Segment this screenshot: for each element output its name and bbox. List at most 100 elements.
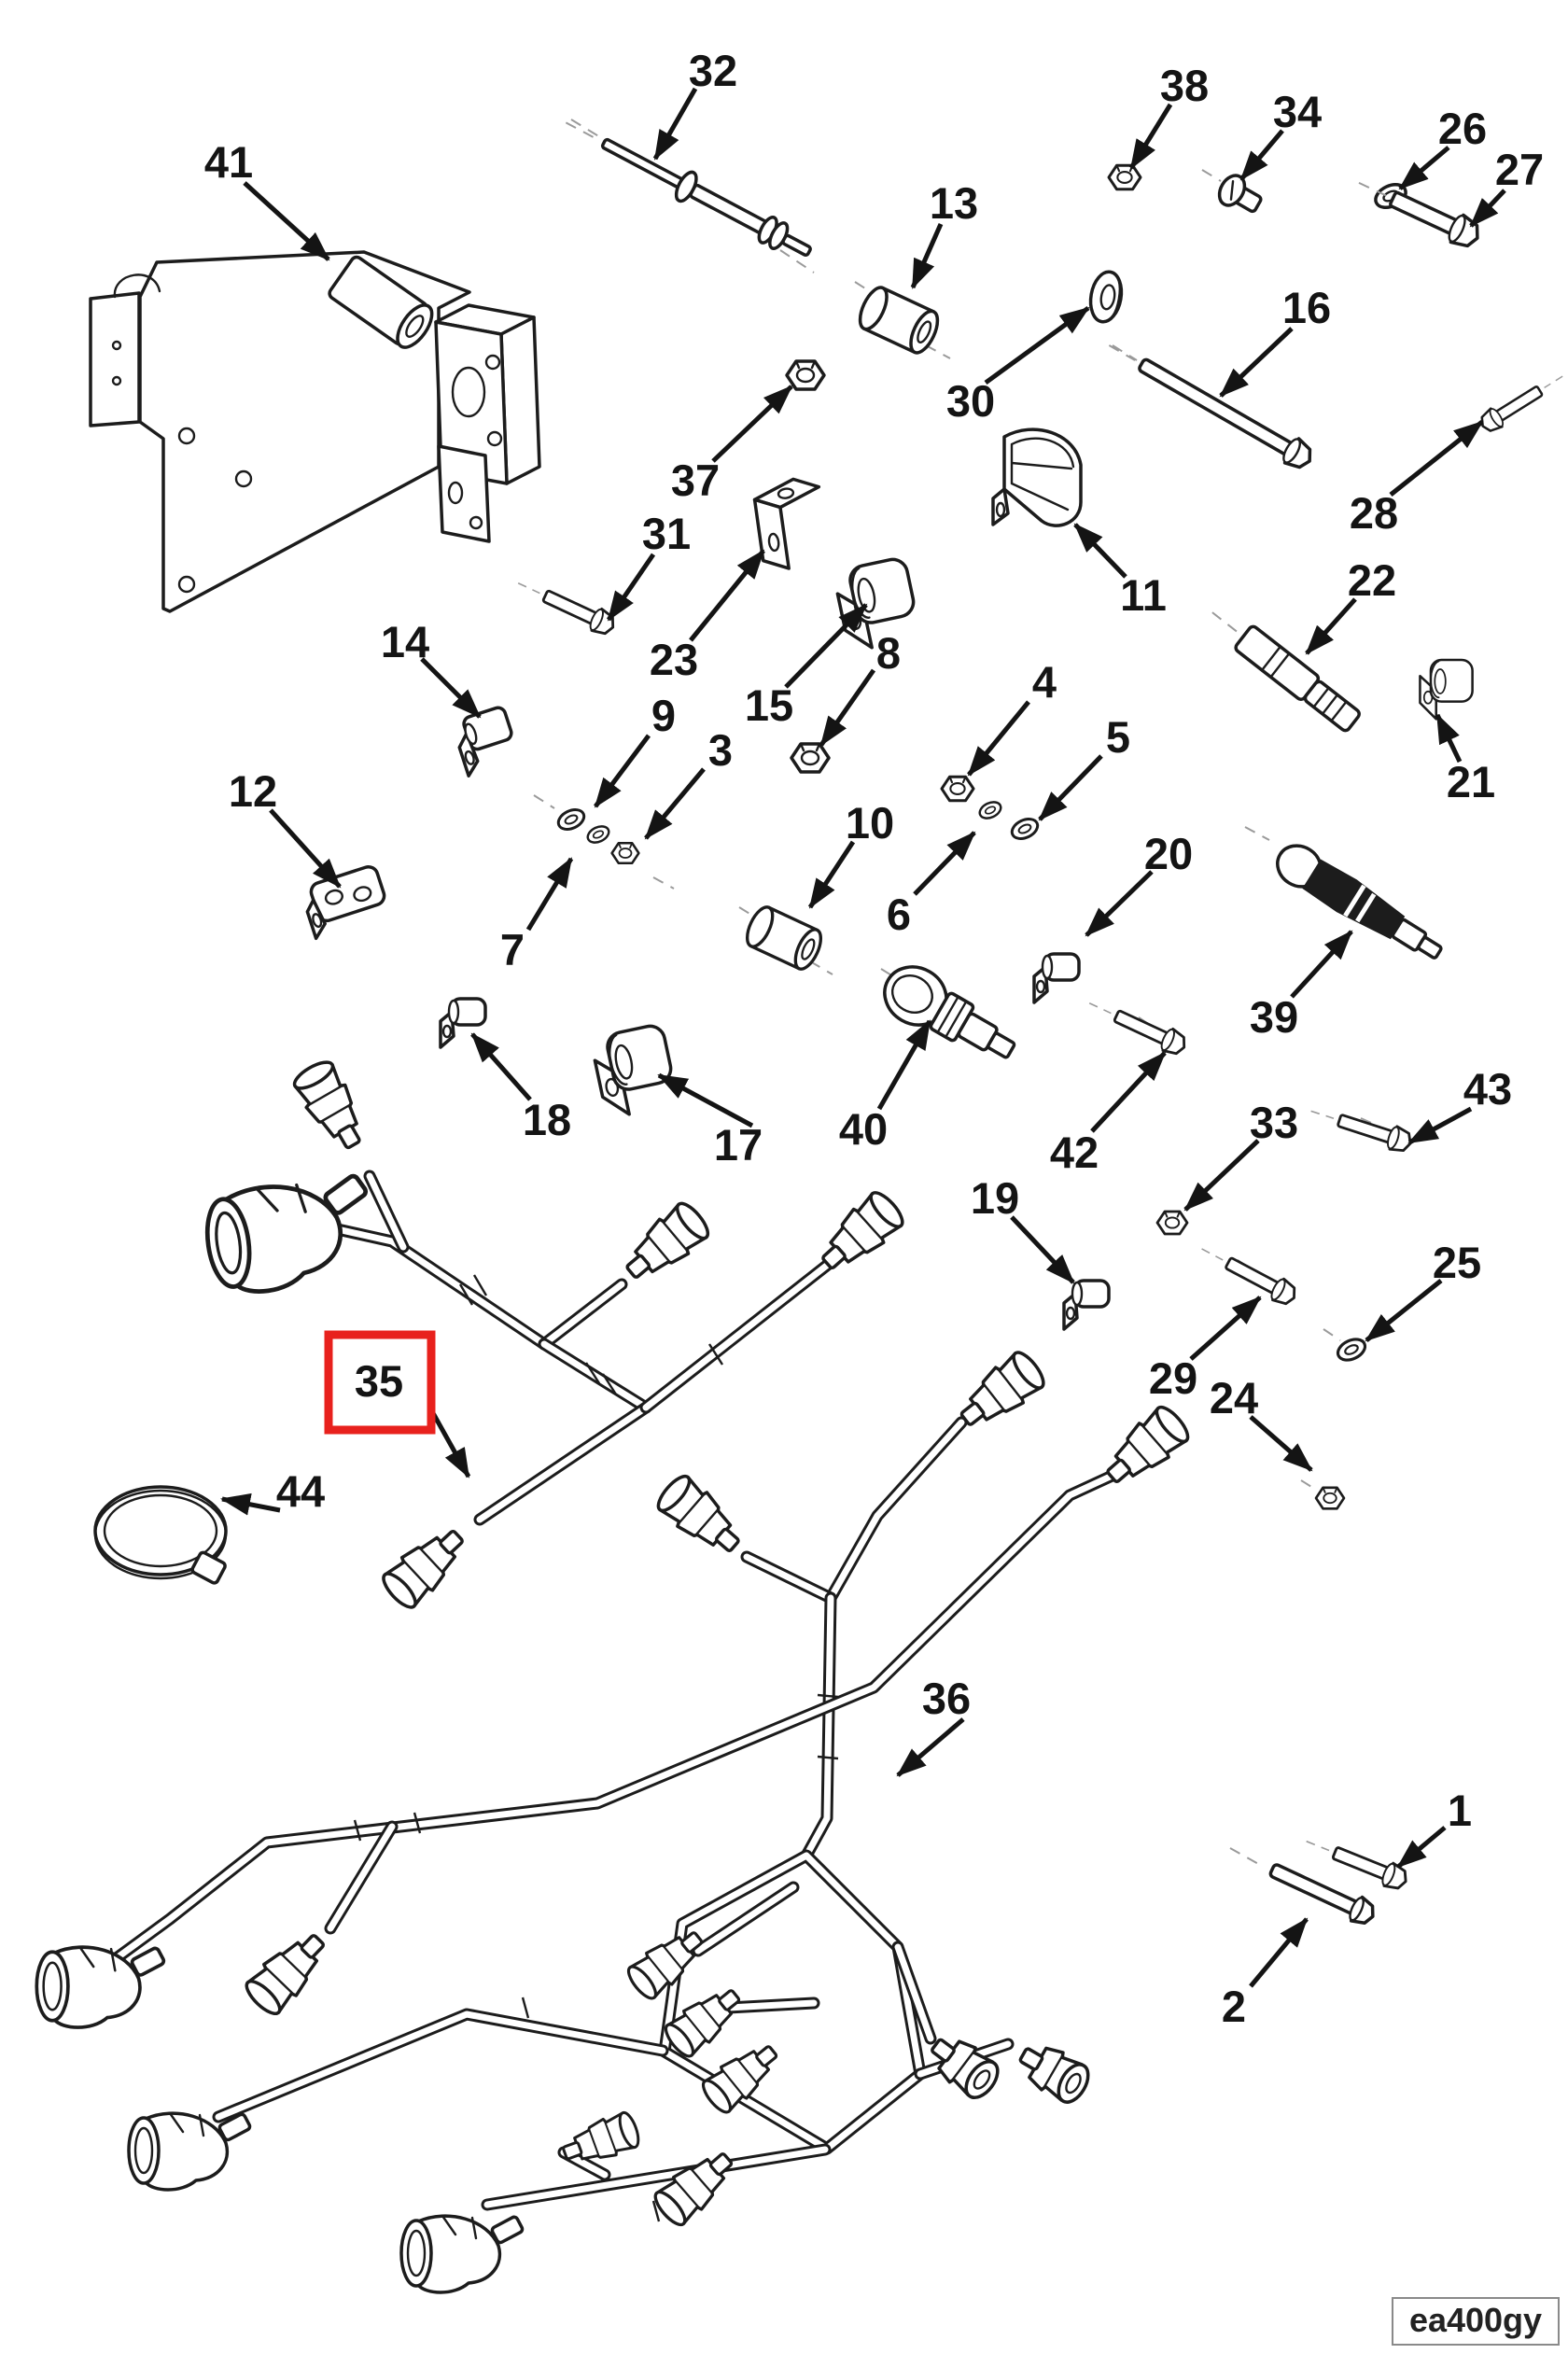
- part-23-bracket: [752, 477, 821, 570]
- part-label-5: 5: [1106, 712, 1130, 762]
- part-label-39: 39: [1250, 992, 1298, 1042]
- part-42-bolt: [1083, 990, 1191, 1060]
- leader-arrow-22: [1305, 597, 1357, 655]
- harness36-boot-g: [651, 1469, 751, 1565]
- cable-bands: [353, 1274, 839, 2222]
- part-16-bolt: [1108, 344, 1312, 469]
- part-label-9: 9: [651, 691, 676, 740]
- harness36-elbow-1: [35, 1945, 167, 2029]
- part-label-19: 19: [971, 1173, 1019, 1223]
- leader-arrow-25: [1365, 1279, 1443, 1342]
- leader-arrow-7: [525, 857, 574, 932]
- part-label-31: 31: [642, 509, 691, 558]
- harness36-boot-3: [239, 1922, 337, 2021]
- part-5-washer: [1007, 813, 1043, 845]
- part-9-washer: [553, 804, 589, 835]
- part-label-1: 1: [1448, 1786, 1472, 1835]
- leader-arrow-19: [1010, 1215, 1075, 1284]
- leader-arrow-6: [913, 831, 976, 896]
- part-label-17: 17: [714, 1120, 763, 1170]
- part-39-sensor: [1276, 844, 1443, 960]
- leader-arrow-9: [594, 734, 651, 808]
- harness36-boot-h: [648, 2140, 744, 2232]
- part-34-screw: [1217, 174, 1263, 214]
- leader-arrow-23: [689, 549, 765, 642]
- leader-arrow-18: [470, 1032, 532, 1101]
- part-label-28: 28: [1350, 488, 1398, 538]
- part-label-37: 37: [671, 455, 720, 505]
- part-31-bolt: [511, 570, 620, 640]
- part-22-sensor: [1211, 611, 1361, 733]
- leader-arrow-15: [784, 603, 868, 689]
- part-label-33: 33: [1250, 1098, 1298, 1147]
- leader-arrow-41: [243, 181, 330, 261]
- part-11-clamp: [991, 427, 1083, 527]
- part-10-spacer: [740, 902, 828, 974]
- part-label-26: 26: [1438, 104, 1487, 153]
- part-label-38: 38: [1160, 61, 1209, 110]
- harness35-boot-a: [287, 1055, 375, 1158]
- harness35-boot-b: [614, 1197, 716, 1292]
- figure-code-text: ea400gy: [1409, 2301, 1542, 2339]
- leader-arrow-10: [807, 840, 856, 909]
- part-24-nut: [1314, 1486, 1346, 1510]
- leader-arrow-17: [657, 1072, 754, 1128]
- leader-arrow-30: [984, 305, 1090, 385]
- part-4-nut: [940, 775, 975, 803]
- harness35-boot-c: [376, 1518, 476, 1615]
- part-label-14: 14: [381, 617, 429, 666]
- part-label-20: 20: [1144, 829, 1193, 878]
- part-label-13: 13: [930, 178, 978, 228]
- harness36-elbow-4: [399, 2214, 525, 2294]
- part-label-18: 18: [523, 1095, 571, 1144]
- figure-code-box: [1392, 2297, 1560, 2346]
- part-17-clamp: [588, 1021, 680, 1121]
- leader-arrow-38: [1128, 103, 1173, 170]
- part-21-clamp: [1419, 658, 1474, 721]
- figure-code: ea400gy: [1392, 2297, 1560, 2346]
- part-label-15: 15: [745, 680, 793, 730]
- part-12-bracket: [305, 864, 386, 941]
- part-30-grommet: [1085, 267, 1127, 327]
- leader-arrow-33: [1183, 1139, 1260, 1212]
- leader-arrow-26: [1398, 146, 1450, 190]
- leader-arrow-35: [430, 1411, 471, 1478]
- leader-arrow-29: [1189, 1296, 1262, 1361]
- part-label-22: 22: [1348, 555, 1396, 605]
- part-14-bracket: [457, 706, 513, 778]
- part-43-bolt: [1306, 1098, 1416, 1156]
- part-label-12: 12: [229, 766, 277, 816]
- part-label-7: 7: [500, 925, 525, 974]
- part-25-washer: [1333, 1333, 1370, 1366]
- harness36-elbow-2: [127, 2111, 253, 2192]
- leader-arrow-42: [1090, 1051, 1167, 1133]
- part-label-42: 42: [1050, 1128, 1099, 1177]
- leader-arrow-5: [1038, 754, 1103, 821]
- part-32-stud: [565, 121, 812, 258]
- part-33-nut: [1155, 1210, 1189, 1236]
- part-label-25: 25: [1433, 1238, 1481, 1287]
- leader-arrow-2: [1249, 1917, 1309, 1988]
- part-label-40: 40: [839, 1104, 888, 1154]
- part-44-hose-clamp: [93, 1485, 228, 1585]
- leader-arrow-31: [606, 553, 656, 622]
- leader-arrows: [220, 87, 1506, 1988]
- part-label-11: 11: [1120, 570, 1167, 620]
- part-label-23: 23: [650, 635, 698, 684]
- part-2-bolt: [1268, 1863, 1375, 1925]
- part-19-clip: [1062, 1279, 1111, 1331]
- leader-arrow-37: [711, 385, 793, 463]
- part-27-bolt: [1351, 167, 1486, 254]
- leader-arrow-12: [269, 808, 342, 889]
- part-label-34: 34: [1273, 87, 1322, 136]
- part-20-clip: [1032, 952, 1081, 1004]
- part-label-2: 2: [1222, 1982, 1246, 2031]
- leader-arrow-27: [1469, 189, 1506, 228]
- part-label-24: 24: [1210, 1373, 1258, 1422]
- leader-arrow-3: [644, 767, 706, 840]
- leader-arrow-16: [1219, 327, 1294, 398]
- highlight-box-35: [324, 1330, 436, 1435]
- harness36-boot-j: [1011, 2034, 1097, 2110]
- part-label-16: 16: [1282, 283, 1331, 332]
